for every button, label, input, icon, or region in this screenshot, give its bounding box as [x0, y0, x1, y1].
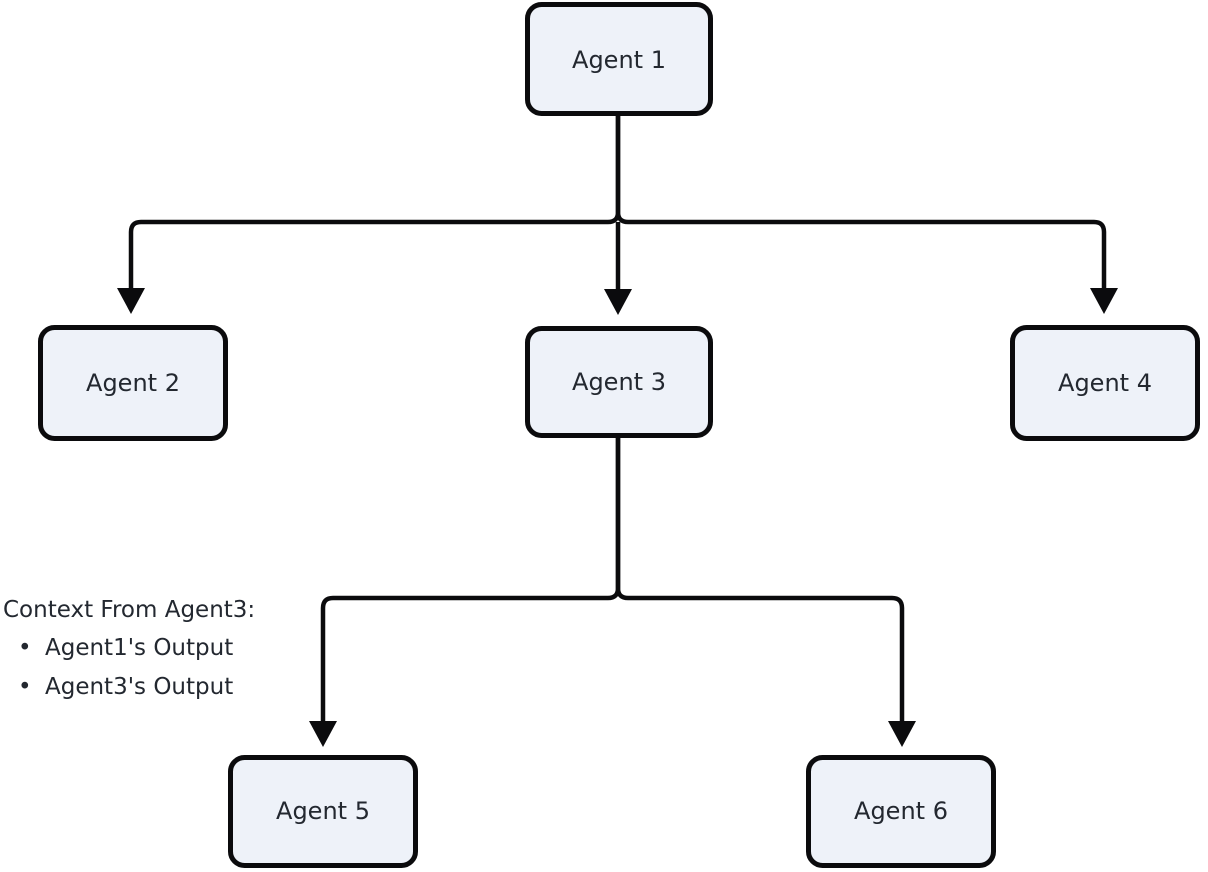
context-note: Context From Agent3: • Agent1's Output •… — [0, 595, 330, 707]
edge-agent1-agent2[interactable] — [128, 219, 608, 292]
edge-agent3-trunk-left[interactable] — [607, 438, 621, 601]
context-note-list: • Agent1's Output • Agent3's Output — [0, 629, 330, 707]
node-agent3[interactable]: Agent 3 — [525, 326, 713, 438]
node-agent5-shape[interactable] — [228, 755, 418, 868]
context-note-item: • Agent3's Output — [0, 668, 330, 707]
arrowhead-agent5 — [309, 721, 337, 747]
node-agent4-label: Agent 4 — [1058, 369, 1152, 397]
bullet-icon: • — [18, 635, 32, 661]
node-agent5[interactable]: Agent 5 — [228, 755, 418, 868]
node-agent4-shape[interactable] — [1010, 325, 1200, 441]
arrowhead-agent2 — [117, 288, 145, 314]
node-agent6-label: Agent 6 — [854, 797, 948, 825]
edge-agent3-agent5[interactable] — [320, 595, 608, 724]
node-agent3-label: Agent 3 — [572, 368, 666, 396]
edge-agent1-trunk-left[interactable] — [607, 116, 621, 225]
arrowhead-agent4 — [1090, 288, 1118, 314]
node-agent2-label: Agent 2 — [86, 369, 180, 397]
context-note-title: Context From Agent3: — [3, 597, 256, 623]
node-agent1-shape[interactable] — [525, 2, 713, 116]
node-agent5-label: Agent 5 — [276, 797, 370, 825]
arrowhead-agent6 — [888, 721, 916, 747]
node-agent2-shape[interactable] — [38, 325, 228, 441]
context-note-item-label: Agent1's Output — [45, 635, 234, 661]
node-group: Agent 1 Agent 2 Agent 3 Agent 4 Agent 5 — [38, 2, 1200, 868]
node-agent2[interactable]: Agent 2 — [38, 325, 228, 441]
node-agent6[interactable]: Agent 6 — [806, 755, 996, 868]
node-agent3-shape[interactable] — [525, 326, 713, 438]
node-agent1[interactable]: Agent 1 — [525, 2, 713, 116]
context-note-item-label: Agent3's Output — [45, 674, 234, 700]
bullet-icon: • — [18, 674, 32, 700]
node-agent6-shape[interactable] — [806, 755, 996, 868]
arrowhead-agent3 — [604, 289, 632, 315]
edge-agent1-agent4[interactable] — [628, 219, 1107, 292]
node-agent1-label: Agent 1 — [572, 46, 666, 74]
context-note-item: • Agent1's Output — [0, 629, 330, 668]
node-agent4[interactable]: Agent 4 — [1010, 325, 1200, 441]
edge-group — [117, 116, 1118, 747]
edge-agent3-agent6[interactable] — [628, 595, 905, 724]
